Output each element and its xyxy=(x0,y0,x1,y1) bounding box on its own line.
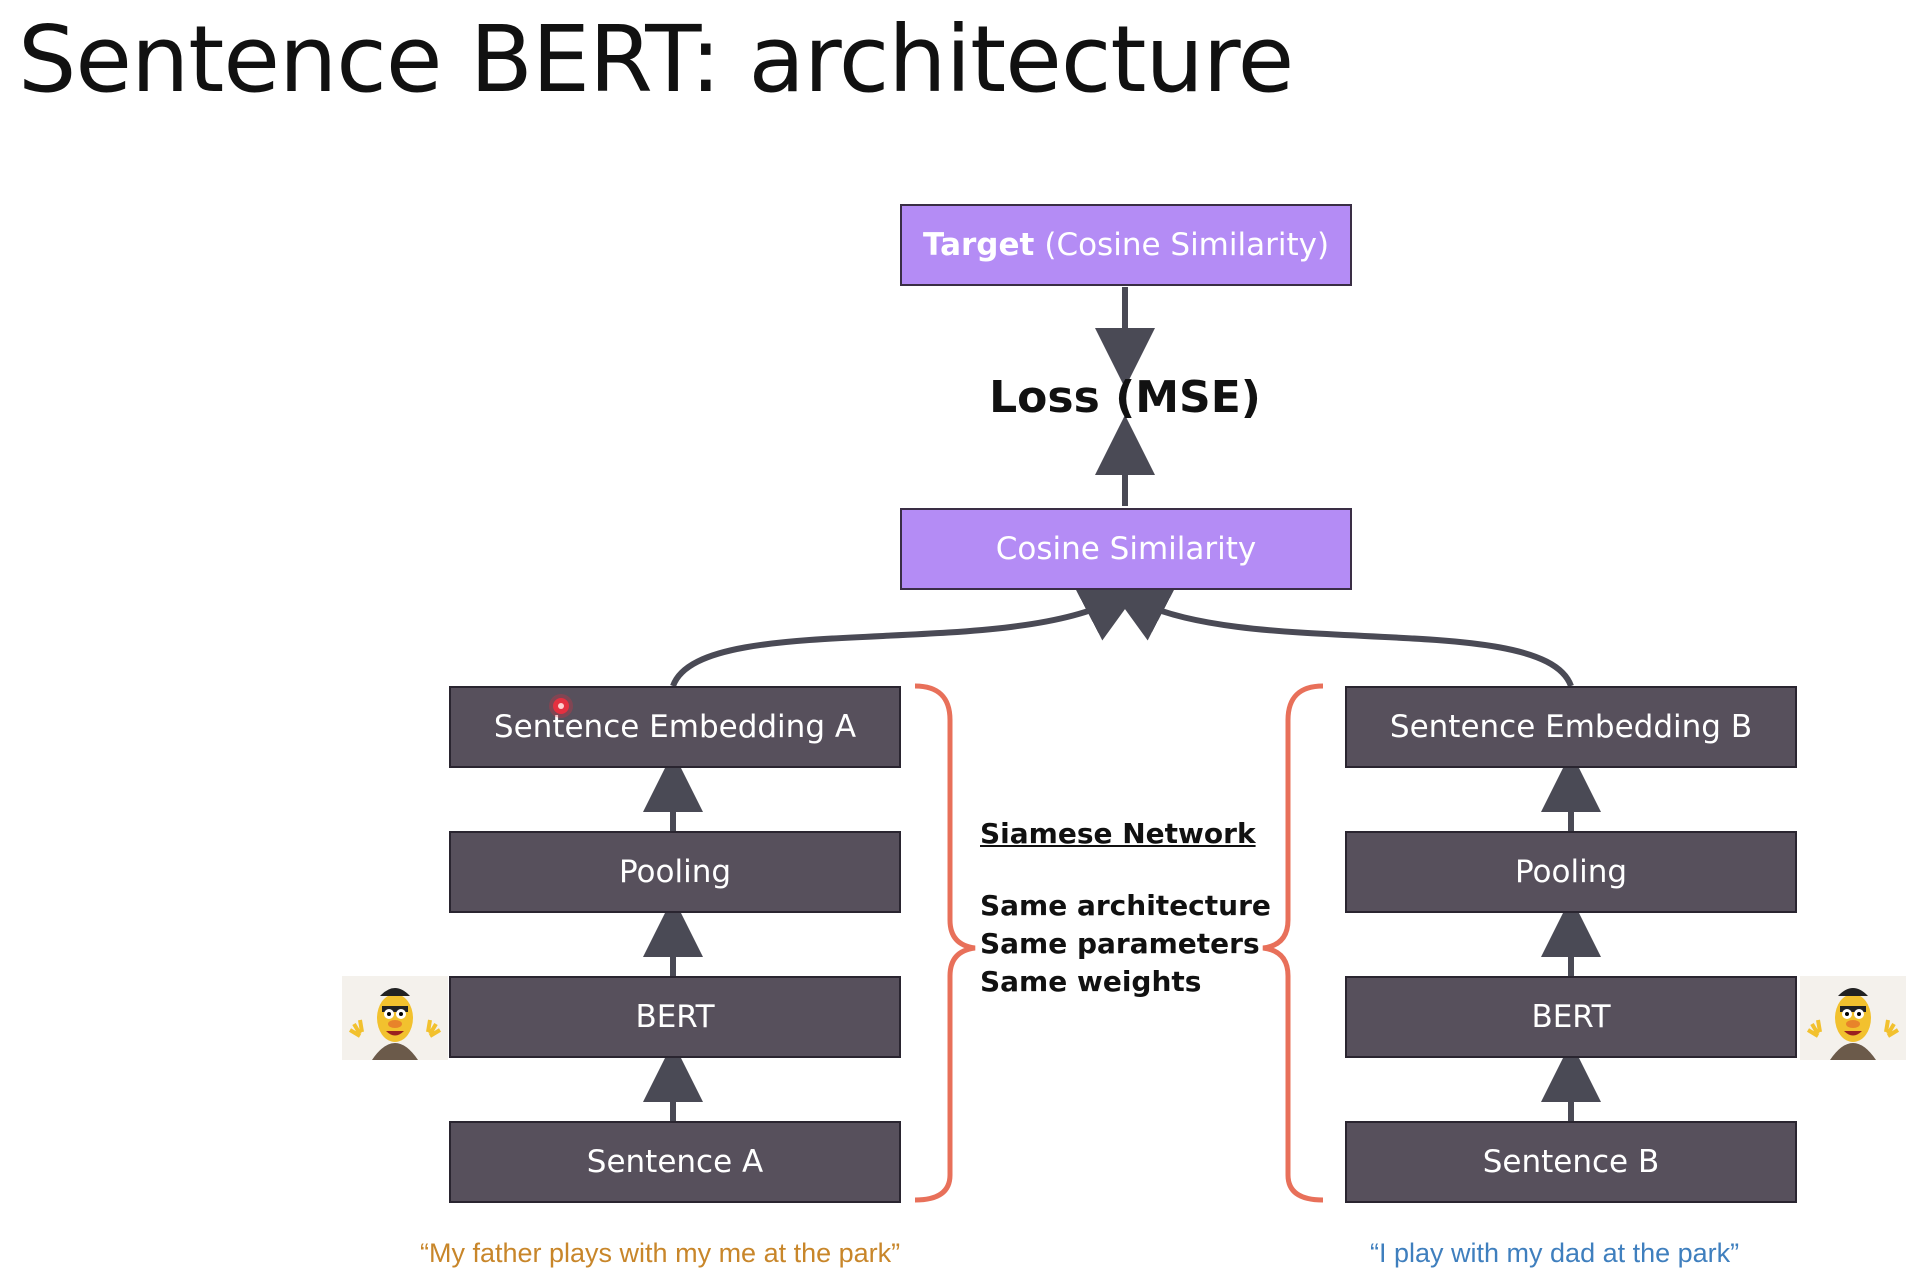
curve-embedding-b-to-cosine xyxy=(1108,586,1574,688)
bert-left-box: BERT xyxy=(449,976,901,1058)
bert-right-box: BERT xyxy=(1345,976,1797,1058)
cosine-similarity-box: Cosine Similarity xyxy=(900,508,1352,590)
quote-sentence-b: “I play with my dad at the park” xyxy=(1370,1238,1740,1268)
target-bold-label: Target xyxy=(922,227,1035,263)
bert-muppet-icon xyxy=(342,976,448,1060)
brace-left xyxy=(914,683,976,1203)
siamese-line: Same weights xyxy=(980,965,1202,998)
pooling-right-box: Pooling xyxy=(1345,831,1797,913)
pooling-left-box: Pooling xyxy=(449,831,901,913)
bert-muppet-icon xyxy=(1800,976,1906,1060)
slide-title: Sentence BERT: architecture xyxy=(18,6,1294,113)
loss-label: Loss (MSE) xyxy=(989,372,1261,423)
siamese-line: Same architecture xyxy=(980,889,1271,922)
sentence-embedding-b-box: Sentence Embedding B xyxy=(1345,686,1797,768)
target-box: Target (Cosine Similarity) xyxy=(900,204,1352,286)
sentence-a-box: Sentence A xyxy=(449,1121,901,1203)
siamese-notes: Siamese Network Same architecture Same p… xyxy=(980,815,1280,1001)
curve-embedding-a-to-cosine xyxy=(670,586,1142,688)
siamese-heading: Siamese Network xyxy=(980,817,1256,850)
brace-right xyxy=(1262,683,1324,1203)
siamese-line: Same parameters xyxy=(980,927,1260,960)
cursor-dot-icon xyxy=(553,698,569,714)
quote-sentence-a: “My father plays with my me at the park” xyxy=(420,1238,901,1268)
sentence-embedding-a-box: Sentence Embedding A xyxy=(449,686,901,768)
target-rest-label: (Cosine Similarity) xyxy=(1044,227,1330,263)
sentence-b-box: Sentence B xyxy=(1345,1121,1797,1203)
